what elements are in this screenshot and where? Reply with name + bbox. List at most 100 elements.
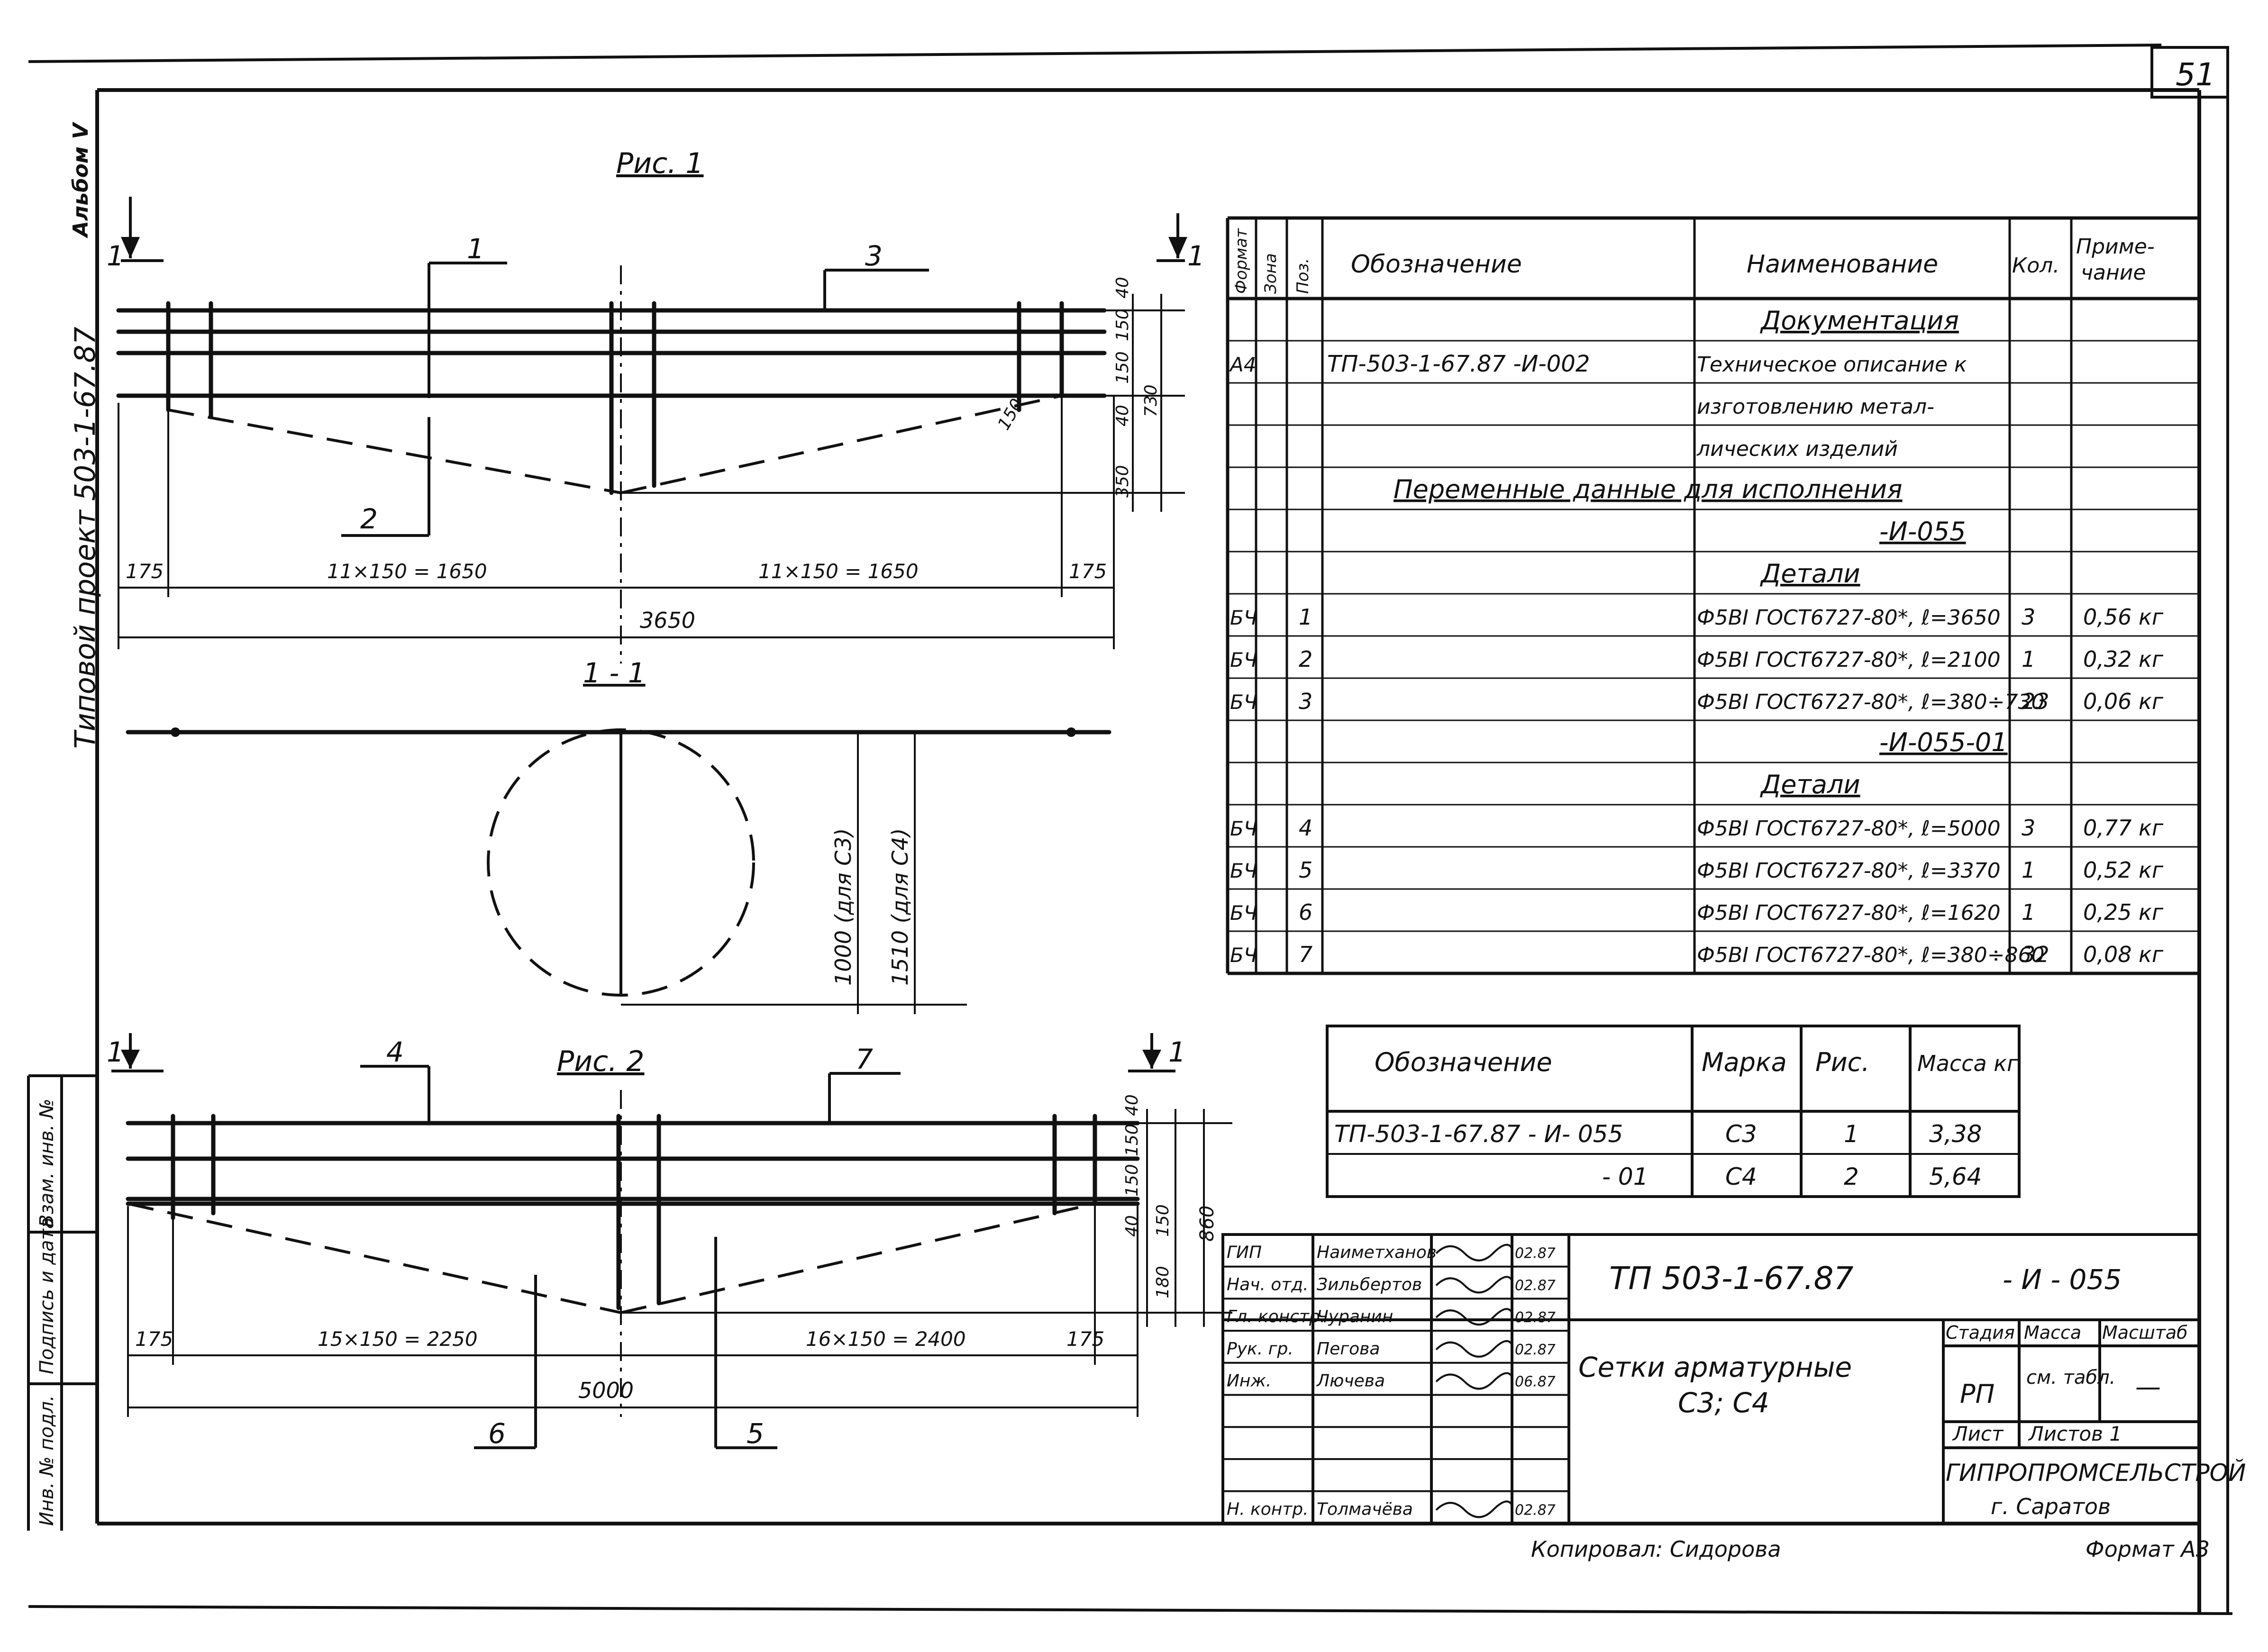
organization-city: г. Саратов [1991,1494,2111,1519]
spec-cell-pos: 7 [1299,942,1312,967]
spec-cell-format: БЧ [1230,817,1257,840]
signature-mark [1435,1340,1513,1358]
signature-date-label: Подпись и дата [36,1217,58,1374]
fig1-title: Рис. 1 [616,147,703,180]
marks-row2-designation: - 01 [1602,1163,1649,1190]
spec-cell-note: 0,56 кг [2083,604,2164,630]
spec-cell-qty: 1 [2022,646,2035,672]
spec-cell-name: лических изделий [1696,437,1898,461]
left-stamp: Инв. № подл. Подпись и дата Взам. инв. № [27,1074,97,1531]
fig1-section-mark-left: 1 [107,240,124,272]
fig2-dim-right-span: 16×150 = 2400 [806,1327,966,1351]
fig2-dim-right-edge: 175 [1066,1327,1104,1351]
spec-cell-note: 0,06 кг [2083,689,2164,714]
spec-cell-pos: 6 [1299,899,1312,925]
inv-label: Инв. № подл. [36,1395,58,1526]
people-role: Нач. отд. [1227,1275,1309,1294]
fig1-section-mark-right: 1 [1187,240,1205,272]
fig2-dim-left-edge: 175 [135,1327,173,1351]
signature-mark [1435,1276,1513,1294]
spec-cell-format: БЧ [1230,606,1257,629]
people-name: Толмачёва [1317,1499,1413,1519]
section-dim-c4: 1510 (для С4) [887,828,913,986]
page-number: 51 [2176,56,2215,93]
fig2-pos-label-7: 7 [856,1043,873,1075]
marks-header-mark: Марка [1702,1047,1787,1077]
copied-note: Копировал: Сидорова [1531,1536,1781,1562]
sheet-header: Лист [1952,1422,2004,1445]
spec-cell-name: изготовлению метал- [1697,395,1934,419]
fig2-dim-v1: 40 [1122,1094,1142,1116]
spec-cell-heading: Документация [1760,306,1959,336]
replace-inv-label: Взам. инв. № [36,1098,58,1227]
fig1-dim-v3: 150 [1113,351,1132,384]
scale-header: Масштаб [2102,1322,2188,1343]
marks-row2-mass: 5,64 [1929,1163,1982,1190]
title-code: ТП 503-1-67.87 [1609,1260,1853,1297]
fig1-pos-label-1: 1 [467,233,484,265]
spec-cell-name: Ф5ВI ГОСТ6727-80*, ℓ=5000 [1697,817,2001,841]
fig2-dim-v3: 150 [1122,1164,1142,1197]
marks-row2-fig: 2 [1844,1163,1859,1190]
spec-cell-qty: 23 [2022,689,2049,714]
figure-1: Рис. 1 1 1 1 2 3 [107,147,1205,663]
marks-header-mass: Масса кг [1917,1051,2019,1076]
fig2-section-mark-right: 1 [1168,1036,1186,1068]
fig1-dim-v-slope: 150 [994,395,1027,433]
spec-cell-heading: -И-055-01 [1879,727,2008,757]
format-note: Формат А3 [2086,1536,2210,1562]
spec-cell-format: БЧ [1230,944,1257,967]
people-role: Рук. гр. [1227,1339,1293,1359]
fig2-title: Рис. 2 [557,1045,644,1078]
spec-cell-note: 0,32 кг [2083,646,2164,672]
fig2-dim-left-span: 15×150 = 2250 [318,1327,478,1351]
spec-cell-pos: 2 [1299,646,1312,672]
spec-cell-note: 0,52 кг [2083,857,2164,883]
fig1-dim-right-span: 11×150 = 1650 [758,560,919,583]
spec-cell-designation: ТП-503-1-67.87 -И-002 [1327,351,1590,377]
organization: ГИПРОПРОМСЕЛЬСТРОЙ [1946,1459,2246,1487]
people-date: 06.87 [1515,1374,1556,1390]
spec-cell-format: БЧ [1230,648,1257,672]
spec-cell-pos: 1 [1299,604,1312,630]
marks-row1-fig: 1 [1844,1120,1859,1148]
people-role: ГИП [1227,1243,1262,1262]
spec-cell-name: Ф5ВI ГОСТ6727-80*, ℓ=380÷730 [1697,690,2044,714]
spec-cell-heading: Детали [1760,559,1860,589]
spec-cell-qty: 3 [2022,604,2035,630]
spec-cell-name: Ф5ВI ГОСТ6727-80*, ℓ=3370 [1697,859,2001,883]
spec-header-pos: Поз. [1293,258,1312,294]
marks-row1-designation: ТП-503-1-67.87 - И- 055 [1334,1120,1623,1148]
people-role: Н. контр. [1227,1499,1309,1519]
spec-header-format: Формат [1232,228,1251,294]
fig2-dim-v-total: 860 [1196,1206,1218,1242]
section-dim-c3: 1000 (для С3) [830,828,856,986]
spec-cell-name: Ф5ВI ГОСТ6727-80*, ℓ=3650 [1697,606,2001,630]
scale-value: — [2135,1372,2161,1402]
fig2-dim-v2: 150 [1122,1124,1142,1156]
fig2-dim-total: 5000 [578,1378,634,1403]
spec-cell-name: Ф5ВI ГОСТ6727-80*, ℓ=2100 [1697,648,2001,672]
fig1-dim-left-edge: 175 [126,560,164,583]
signature-mark [1435,1308,1513,1325]
spec-cell-pos: 3 [1299,689,1312,714]
marks-table: Обозначение Марка Рис. Масса кг ТП-503-1… [1326,1025,2021,1198]
spec-cell-name: Ф5ВI ГОСТ6727-80*, ℓ=380÷860 [1697,943,2044,967]
people-date: 02.87 [1515,1245,1556,1262]
people-name: Наиметханов [1317,1243,1437,1262]
marks-row1-mass: 3,38 [1929,1120,1982,1148]
marks-row1-mark: С3 [1725,1120,1757,1148]
title-name-line2: С3; С4 [1678,1387,1769,1419]
mass-value: см. табл. [2026,1367,2115,1389]
people-name: Пегова [1317,1339,1380,1359]
spec-cell-section: Переменные данные для исполнения [1394,474,1903,504]
fig1-dim-v4: 40 [1113,405,1132,427]
spec-cell-heading: -И-055 [1879,517,1966,546]
people-date: 02.87 [1515,1309,1556,1326]
fig1-dim-v-total: 730 [1141,384,1161,417]
marks-header-fig: Рис. [1815,1047,1870,1077]
spec-header-note: Приме- [2076,235,2155,259]
